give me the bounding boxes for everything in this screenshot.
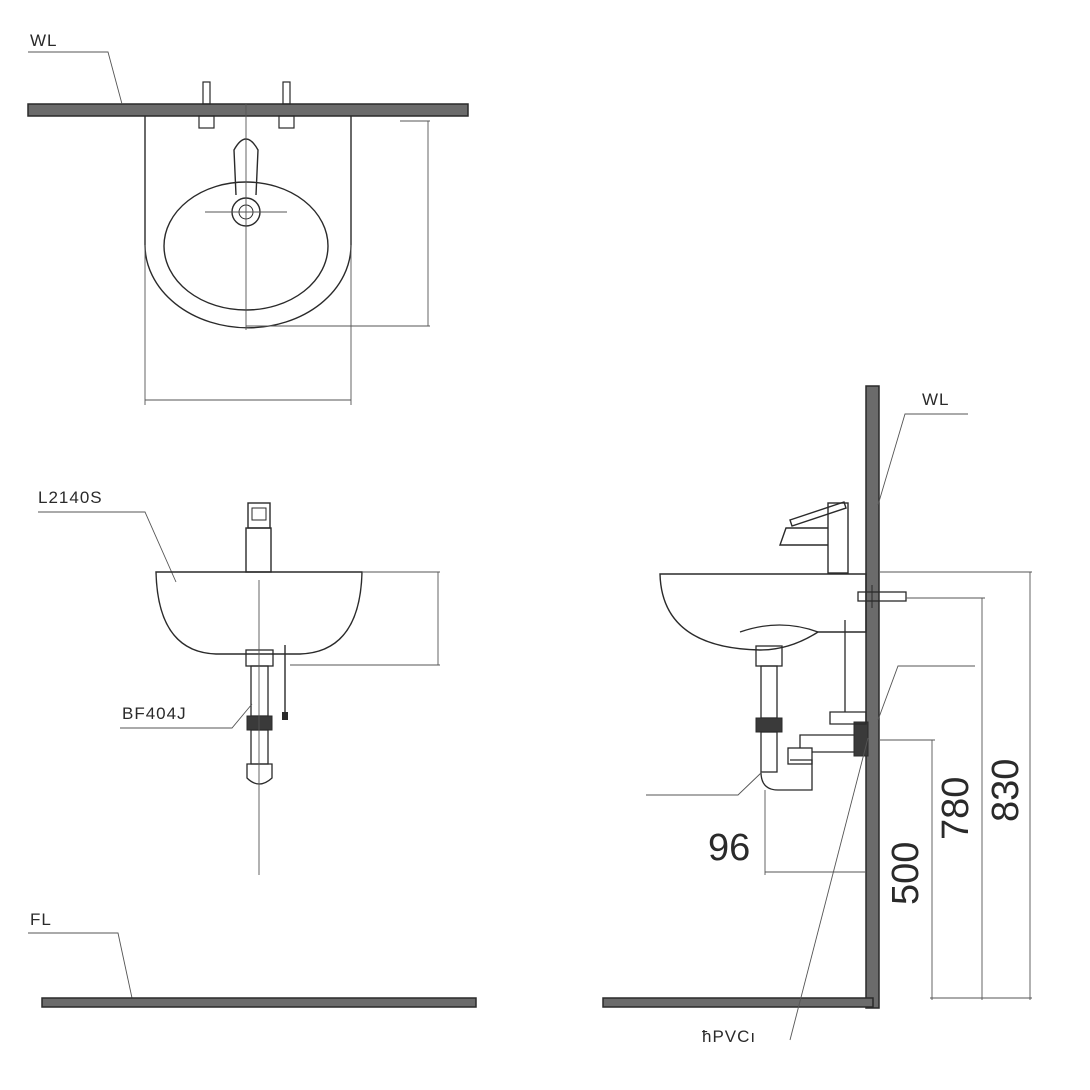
wl-top-label: WL [30,31,58,50]
side-outlet-leader [877,665,975,721]
front-floor-bar [41,997,477,1008]
pvc-leader [789,737,869,1041]
dim-500-label: 500 [885,842,927,905]
side-bowl-inner [739,624,819,633]
front-view: L2140S BF404J FL [28,488,477,1008]
plan-depth-dim [246,120,430,327]
side-faucet [779,501,849,574]
plan-valve-left [198,81,215,129]
dim-780-label: 780 [935,777,977,840]
front-height-dim [290,571,440,666]
pvc-label: ħPVCı [702,1027,756,1046]
plan-basin-outline [144,116,352,329]
side-floor [602,997,874,1008]
fl-leader [28,932,133,999]
plan-valve-right [278,81,295,129]
front-trap [245,649,274,785]
front-rod-end [282,712,288,720]
side-trap [755,645,869,791]
plan-wall-bar [27,103,469,117]
dim-830-lines [880,571,1032,1000]
dim-96-label: 96 [708,827,750,869]
fl-label: FL [30,910,52,929]
plan-width-dim [144,245,352,405]
trap-model-label: BF404J [122,704,187,723]
basin-model-leader [38,511,177,583]
side-wall [865,385,880,1009]
side-trap-leader [646,771,763,796]
wl-side-leader [877,413,968,506]
basin-model-label: L2140S [38,488,103,507]
wl-side-label: WL [922,390,950,409]
wl-top-leader [28,51,123,105]
front-faucet [245,502,272,573]
dim-780-lines [906,597,985,1000]
side-popup-rod [829,620,867,725]
dim-500-lines [880,739,935,1000]
trap-model-leader [120,703,253,729]
side-basin [659,573,867,651]
front-basin [155,571,363,655]
dim-830-label: 830 [985,759,1027,822]
dim-96-lines [764,790,866,875]
side-view: WL [602,385,1032,1046]
side-bracket-bolt [857,585,907,608]
plan-view: WL [27,31,469,405]
